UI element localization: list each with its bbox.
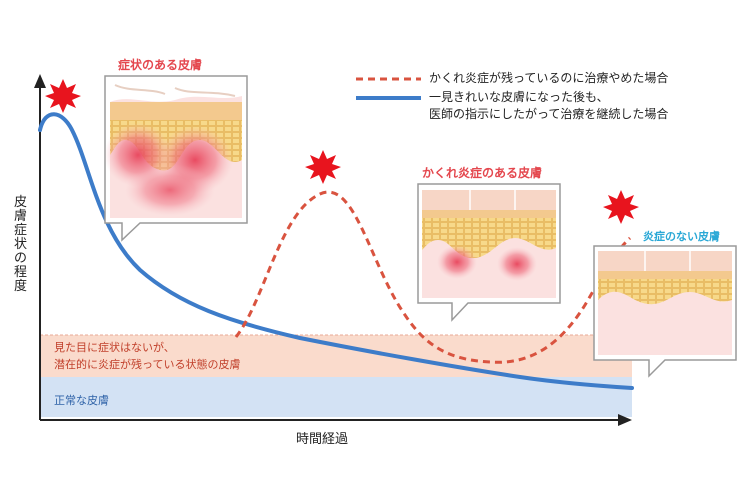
legend-continued-line2: 医師の指示にしたがって治療を継続した場合 [429, 107, 669, 121]
latent-band-label-line2: 潜在的に炎症が残っている状態の皮膚 [54, 358, 241, 371]
hidden-inflammation-title: かくれ炎症のある皮膚 [422, 166, 543, 180]
flare-burst-icon [603, 190, 639, 224]
continued-treatment-curve [38, 112, 634, 390]
stopped-treatment-curve [234, 190, 632, 364]
latent-band-label-line1: 見た目に症状はないが、 [54, 341, 175, 354]
legend-stopped-label: かくれ炎症が残っているのに治療やめた場合 [429, 71, 669, 85]
y-axis-label: 皮膚症状の程度 [14, 195, 28, 294]
hidden-inflammation-callout [417, 183, 561, 322]
symptomatic-skin-callout [104, 75, 248, 242]
flare-burst-icon [45, 79, 81, 113]
y-axis-arrow-icon [34, 74, 46, 88]
legend-continued-line1: 一見きれいな皮膚になった後も、 [429, 90, 609, 104]
axes [34, 74, 632, 426]
x-axis-label: 時間経過 [296, 432, 349, 447]
normal-band-label: 正常な皮膚 [54, 394, 109, 407]
flare-burst-icon [305, 150, 341, 184]
x-axis-arrow-icon [618, 414, 632, 426]
no-inflammation-title: 炎症のない皮膚 [643, 230, 720, 243]
normal-skin-band [40, 377, 632, 417]
symptomatic-skin-title: 症状のある皮膚 [118, 58, 203, 72]
no-inflammation-callout [593, 245, 737, 378]
